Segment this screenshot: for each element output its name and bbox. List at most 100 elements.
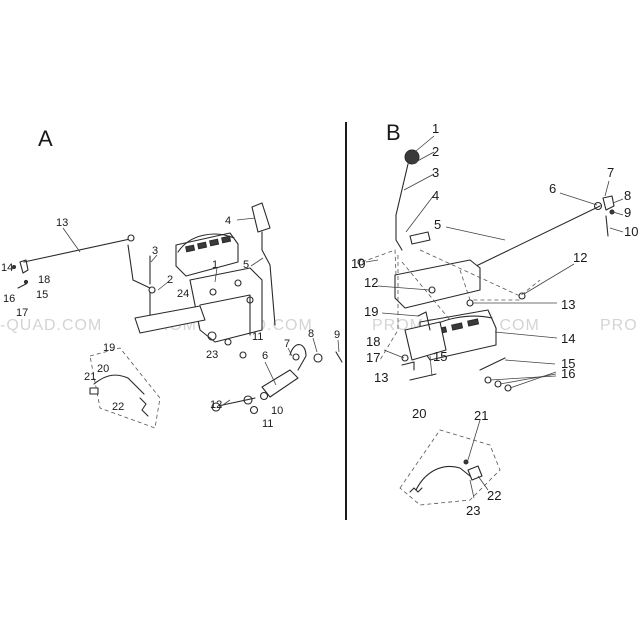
b-callout-12-left: 12	[364, 275, 378, 290]
a-leader-1	[214, 267, 218, 283]
b-pin-21	[463, 459, 469, 465]
a-gate-housing	[175, 232, 239, 277]
a-callout-20: 20	[97, 363, 109, 375]
section-b-leaders	[365, 135, 624, 499]
b-clevis-7	[602, 195, 615, 211]
a-callout-17: 17	[16, 307, 28, 319]
b-guide-5	[459, 269, 520, 301]
b-gate-slot-2	[451, 322, 464, 331]
a-shaft-plate	[134, 305, 206, 334]
section-a-letter: A	[38, 126, 53, 151]
a-gate-slot-2	[197, 241, 208, 250]
section-a-callouts: 1 2 3 4 5 6 7 8 9 10 11 11 12 13 14 15 1…	[1, 215, 340, 430]
a-linkage-pivot	[148, 286, 156, 294]
a-callout-6: 6	[262, 350, 268, 362]
a-callout-13: 13	[56, 217, 68, 229]
a-callout-23: 23	[206, 349, 218, 361]
b-detail-box-20	[399, 429, 501, 506]
b-leader-19	[381, 312, 419, 317]
b-callout-16: 16	[561, 366, 575, 381]
a-callout-18: 18	[38, 274, 50, 286]
section-b-parts	[357, 149, 615, 506]
b-bracket	[394, 259, 481, 309]
a-clevis-18	[19, 259, 29, 274]
a-bracket	[189, 267, 263, 343]
b-callout-13-right: 13	[561, 297, 575, 312]
b-leader-7	[604, 180, 610, 197]
a-link-plate-6	[261, 369, 299, 398]
a-leader-7	[287, 347, 293, 357]
b-leader-10	[609, 227, 624, 233]
b-leader-16a	[509, 371, 557, 389]
b-leader-1	[415, 135, 435, 152]
a-leader-8	[312, 337, 318, 353]
b-leader-2	[411, 151, 435, 165]
b-callout-2: 2	[432, 144, 439, 159]
a-nut-11	[249, 405, 259, 415]
a-callout-7: 7	[284, 338, 290, 350]
a-callout-22: 22	[112, 401, 124, 413]
b-leader-15	[504, 359, 556, 365]
b-callout-8: 8	[624, 188, 631, 203]
a-callout-5: 5	[243, 259, 249, 271]
a-leader-5	[250, 257, 264, 267]
a-lever-5	[261, 231, 276, 326]
b-leader-18	[383, 349, 405, 359]
a-leader-6	[264, 361, 277, 386]
a-pin-14	[12, 265, 16, 269]
a-callout-8: 8	[308, 328, 314, 340]
b-callout-10-left: 10	[351, 256, 365, 271]
b-callout-15-lower: 15	[433, 349, 447, 364]
a-callout-11-lower: 11	[262, 418, 273, 430]
b-callout-20: 20	[412, 406, 426, 421]
b-leader-10-left	[365, 259, 379, 263]
b-callout-13-lower: 13	[374, 370, 388, 385]
section-a-leaders	[62, 217, 340, 408]
a-callout-9: 9	[334, 329, 340, 341]
a-gate-slot-1	[185, 244, 196, 253]
b-leader-12-left	[377, 285, 431, 291]
a-callout-1: 1	[212, 259, 218, 271]
b-latch-19	[417, 311, 431, 331]
b-leader-16c	[489, 375, 557, 381]
b-guide-2	[379, 255, 399, 361]
a-callout-15: 15	[36, 289, 48, 301]
b-callout-10-right: 10	[624, 224, 638, 239]
b-nut-6	[593, 201, 603, 211]
b-callout-22: 22	[487, 488, 501, 503]
a-leader-12	[219, 399, 231, 408]
b-cotter-10	[605, 215, 609, 237]
b-leader-21	[467, 419, 481, 461]
a-leader-4	[236, 217, 256, 221]
a-bracket-hole	[207, 331, 217, 341]
a-bolt-top	[234, 279, 242, 287]
b-leader-16b	[499, 373, 557, 385]
b-callout-4: 4	[432, 188, 439, 203]
a-screw-9	[335, 351, 343, 363]
a-pin-17	[23, 279, 29, 285]
a-callout-19: 19	[103, 342, 115, 354]
a-bolt-23	[239, 351, 247, 359]
b-leader-8	[612, 198, 624, 204]
b-callout-7: 7	[607, 165, 614, 180]
b-callout-3: 3	[432, 165, 439, 180]
a-washer-10	[259, 391, 269, 401]
a-cotter-16	[17, 283, 27, 289]
b-callout-5: 5	[434, 217, 441, 232]
b-guide-1	[361, 249, 397, 276]
a-callout-10: 10	[271, 405, 283, 417]
b-bolt-12b	[518, 292, 526, 300]
b-bolt-15	[479, 357, 506, 371]
a-bolt-11	[224, 338, 232, 346]
b-callout-18: 18	[366, 334, 380, 349]
b-callout-17: 17	[366, 350, 380, 365]
a-knob-4	[251, 202, 271, 233]
section-a-parts	[12, 202, 343, 429]
a-spring-end	[139, 397, 149, 417]
a-callout-14: 14	[1, 262, 13, 274]
a-gate-slot-4	[221, 235, 232, 244]
a-callout-16: 16	[3, 293, 15, 305]
b-leader-3	[403, 173, 435, 191]
a-bolt-12	[217, 397, 256, 407]
b-rod-5	[471, 205, 601, 269]
